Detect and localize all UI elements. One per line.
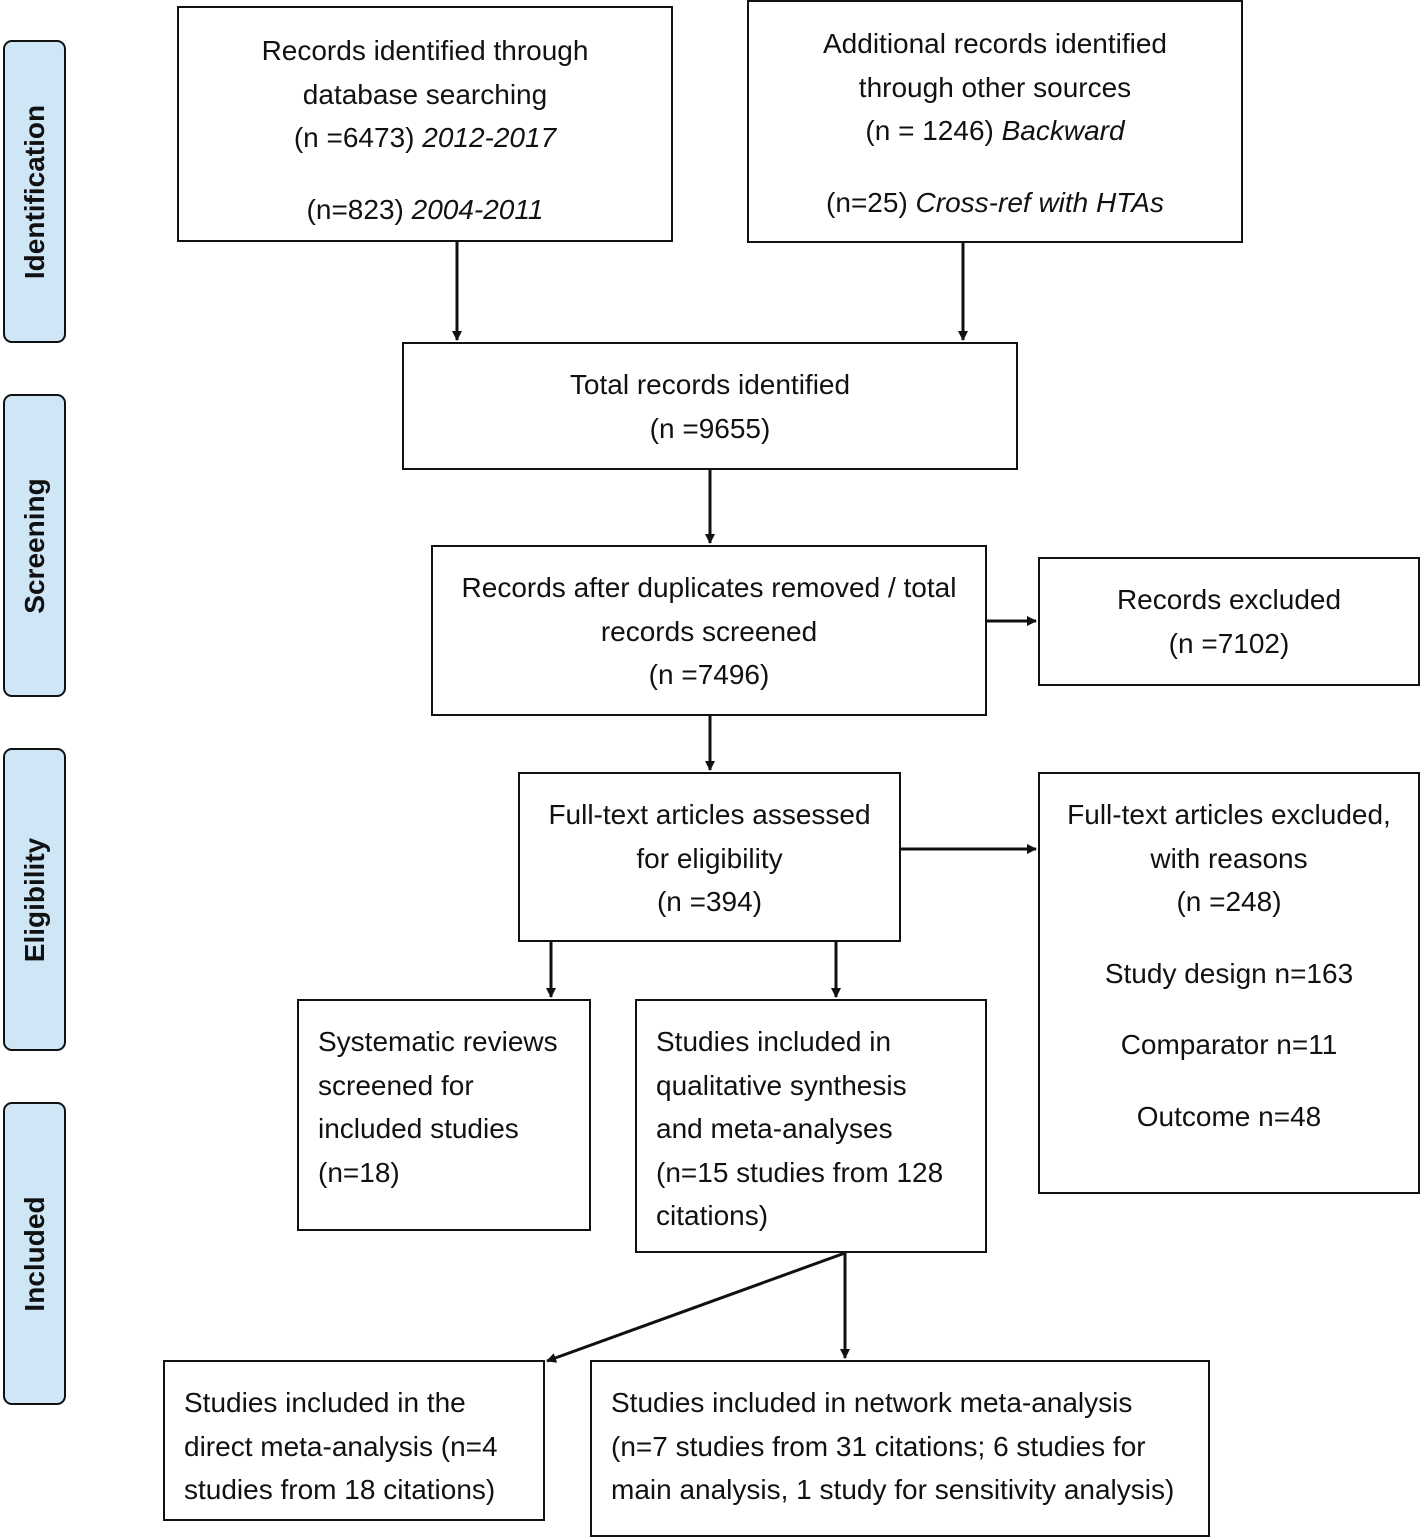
database-search-box: Records identified through database sear… bbox=[177, 6, 673, 242]
phase-eligibility: Eligibility bbox=[3, 748, 66, 1051]
network-line1: Studies included in network meta-analysi… bbox=[611, 1387, 1133, 1418]
other-sources-line4: (n=25) Cross-ref with HTAs bbox=[826, 186, 1164, 218]
database-line2: database searching bbox=[302, 78, 548, 110]
qualitative-line1: Studies included in bbox=[656, 1026, 892, 1057]
phase-screening: Screening bbox=[3, 394, 66, 697]
qualitative-line3: and meta-analyses bbox=[656, 1113, 893, 1144]
qualitative-line2: qualitative synthesis bbox=[656, 1069, 907, 1101]
total-line1: Total records identified bbox=[569, 369, 851, 400]
database-line3: (n =6473) 2012-2017 bbox=[293, 122, 557, 153]
direct-meta-analysis-box: Studies included in the direct meta-anal… bbox=[163, 1360, 545, 1521]
network-meta-analysis-box: Studies included in network meta-analysi… bbox=[590, 1360, 1210, 1537]
network-line2: (n=7 studies from 31 citations; 6 studie… bbox=[611, 1430, 1146, 1462]
fulltext-assessed-box: Full-text articles assessed for eligibil… bbox=[518, 772, 901, 942]
total-records-box: Total records identified (n =9655) bbox=[402, 342, 1018, 470]
excluded-line1: Records excluded bbox=[1116, 584, 1342, 615]
phase-identification: Identification bbox=[3, 40, 66, 343]
arrow-qualitative-to-direct bbox=[546, 1251, 846, 1363]
fulltext-excluded-line2: with reasons bbox=[1150, 842, 1308, 874]
qualitative-line4: (n=15 studies from 128 bbox=[656, 1156, 944, 1188]
direct-line3: studies from 18 citations) bbox=[184, 1474, 496, 1505]
reason-study-design: Study design n=163 bbox=[1104, 957, 1354, 989]
reason-outcome: Outcome n=48 bbox=[1136, 1100, 1322, 1132]
records-excluded-box: Records excluded (n =7102) bbox=[1038, 557, 1420, 686]
fulltext-excluded-line3: (n =248) bbox=[1176, 886, 1282, 917]
database-line1: Records identified through bbox=[261, 35, 589, 66]
qualitative-line5: citations) bbox=[656, 1200, 769, 1231]
screened-line1: Records after duplicates removed / total bbox=[461, 572, 957, 603]
other-sources-line2: through other sources bbox=[858, 71, 1132, 103]
screened-line3: (n =7496) bbox=[648, 659, 770, 690]
total-line2: (n =9655) bbox=[649, 412, 771, 444]
direct-line1: Studies included in the bbox=[184, 1387, 466, 1418]
reason-comparator: Comparator n=11 bbox=[1120, 1029, 1338, 1060]
direct-line2: direct meta-analysis (n=4 bbox=[184, 1430, 498, 1462]
systematic-line1: Systematic reviews bbox=[318, 1026, 558, 1057]
database-line4: (n=823) 2004-2011 bbox=[306, 193, 544, 225]
systematic-line4: (n=18) bbox=[318, 1156, 400, 1188]
other-sources-line1: Additional records identified bbox=[823, 28, 1167, 59]
systematic-line2: screened for bbox=[318, 1069, 474, 1101]
other-sources-box: Additional records identified through ot… bbox=[747, 0, 1243, 243]
systematic-line3: included studies bbox=[318, 1113, 519, 1144]
qualitative-synthesis-box: Studies included in qualitative synthesi… bbox=[635, 999, 987, 1253]
excluded-line2: (n =7102) bbox=[1168, 627, 1290, 659]
fulltext-excluded-line1: Full-text articles excluded, bbox=[1067, 799, 1391, 830]
systematic-reviews-box: Systematic reviews screened for included… bbox=[297, 999, 591, 1231]
other-sources-line3: (n = 1246) Backward bbox=[865, 115, 1125, 146]
fulltext-line1: Full-text articles assessed bbox=[548, 799, 871, 830]
screened-line2: records screened bbox=[600, 615, 818, 647]
records-screened-box: Records after duplicates removed / total… bbox=[431, 545, 987, 716]
fulltext-excluded-box: Full-text articles excluded, with reason… bbox=[1038, 772, 1420, 1194]
fulltext-line3: (n =394) bbox=[656, 886, 763, 917]
phase-included: Included bbox=[3, 1102, 66, 1405]
network-line3: main analysis, 1 study for sensitivity a… bbox=[611, 1474, 1175, 1505]
fulltext-line2: for eligibility bbox=[636, 842, 783, 874]
